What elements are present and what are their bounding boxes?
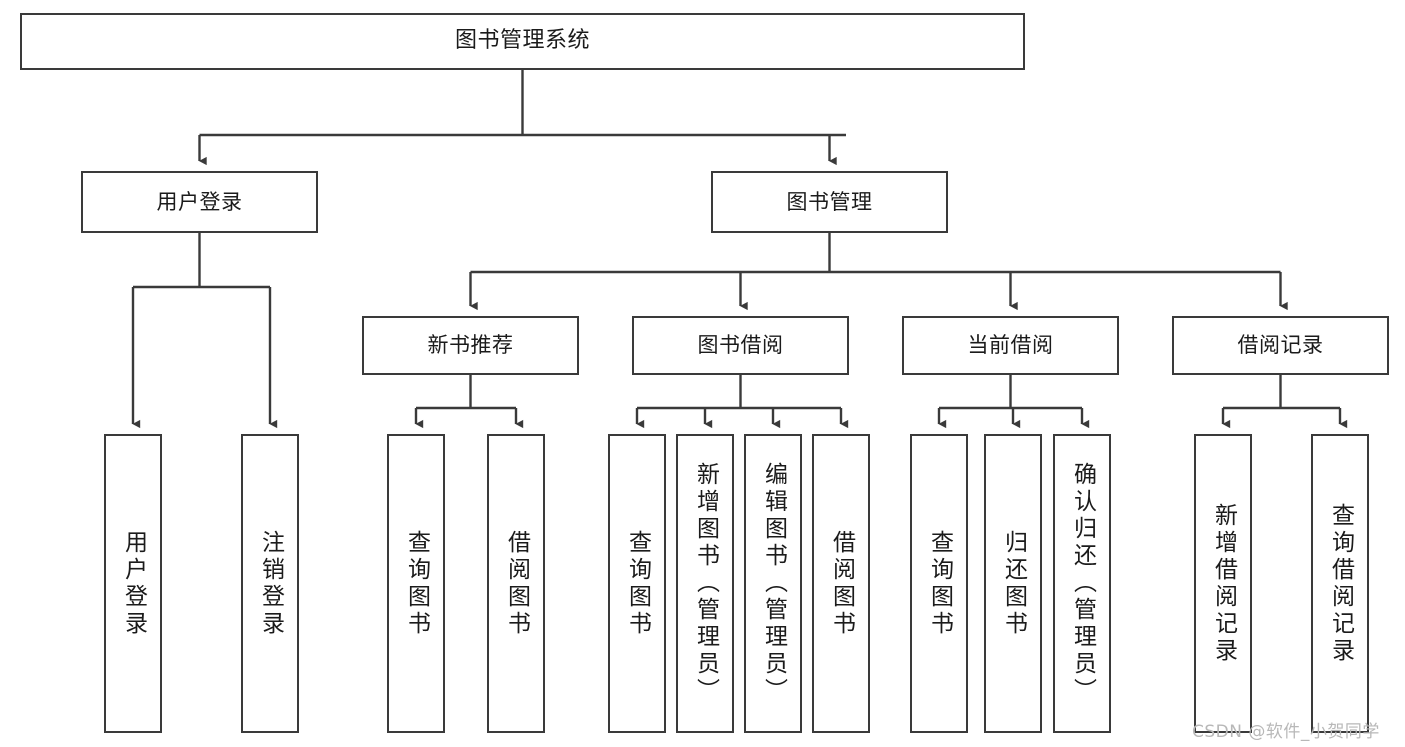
node-book-management-label: 图书管理 [786,189,873,214]
node-leaf-add-borrow-record-label: 新增借阅记录 [1210,502,1237,665]
node-current-borrow-label: 当前借阅 [967,333,1054,358]
node-borrow-record[interactable]: 借阅记录 [1172,316,1389,375]
node-book-management[interactable]: 图书管理 [711,171,948,233]
node-leaf-query-book-rec-label: 查询图书 [403,529,430,638]
node-leaf-return-book[interactable]: 归还图书 [984,434,1042,733]
watermark-text: CSDN @软件_小贺同学 [1192,722,1380,742]
node-leaf-borrow-book[interactable]: 借阅图书 [812,434,870,733]
node-leaf-query-book-borrow[interactable]: 查询图书 [608,434,666,733]
node-leaf-confirm-return-admin-label: 确认归还（管理员） [1069,462,1096,705]
node-root[interactable]: 图书管理系统 [20,13,1025,70]
node-user-login-label: 用户登录 [156,189,243,214]
node-borrow-record-label: 借阅记录 [1237,333,1324,358]
node-leaf-query-borrow-record[interactable]: 查询借阅记录 [1311,434,1369,733]
node-leaf-query-book-rec[interactable]: 查询图书 [387,434,445,733]
node-new-book-recommend[interactable]: 新书推荐 [362,316,579,375]
node-root-label: 图书管理系统 [454,28,590,54]
node-leaf-confirm-return-admin[interactable]: 确认归还（管理员） [1053,434,1111,733]
node-book-borrow[interactable]: 图书借阅 [632,316,849,375]
node-new-book-recommend-label: 新书推荐 [427,333,514,358]
node-book-borrow-label: 图书借阅 [697,333,784,358]
node-leaf-query-borrow-record-label: 查询借阅记录 [1327,502,1354,665]
node-leaf-user-login[interactable]: 用户登录 [104,434,162,733]
node-leaf-query-book-current[interactable]: 查询图书 [910,434,968,733]
node-leaf-user-login-label: 用户登录 [120,529,147,638]
node-leaf-add-borrow-record[interactable]: 新增借阅记录 [1194,434,1252,733]
node-leaf-edit-book-admin-label: 编辑图书（管理员） [760,462,787,705]
node-leaf-user-logout-label: 注销登录 [257,529,284,638]
node-leaf-query-book-borrow-label: 查询图书 [624,529,651,638]
node-leaf-borrow-book-rec[interactable]: 借阅图书 [487,434,545,733]
node-leaf-edit-book-admin[interactable]: 编辑图书（管理员） [744,434,802,733]
node-leaf-return-book-label: 归还图书 [1000,529,1027,638]
node-leaf-user-logout[interactable]: 注销登录 [241,434,299,733]
node-leaf-borrow-book-rec-label: 借阅图书 [503,529,530,638]
node-user-login[interactable]: 用户登录 [81,171,318,233]
node-leaf-add-book-admin-label: 新增图书（管理员） [692,462,719,705]
node-leaf-add-book-admin[interactable]: 新增图书（管理员） [676,434,734,733]
node-leaf-query-book-current-label: 查询图书 [926,529,953,638]
node-current-borrow[interactable]: 当前借阅 [902,316,1119,375]
node-leaf-borrow-book-label: 借阅图书 [828,529,855,638]
